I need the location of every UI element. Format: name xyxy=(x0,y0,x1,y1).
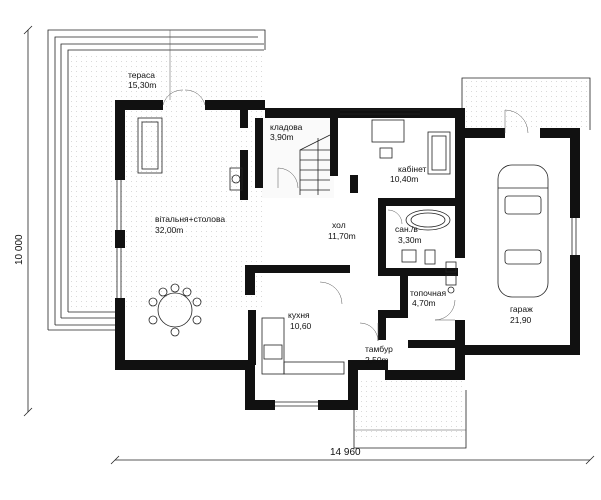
hall-name: хол xyxy=(332,220,346,230)
fireplace xyxy=(229,167,243,191)
terrace-area-label: 15,30m xyxy=(128,80,156,90)
height-dimension: 10 000 xyxy=(14,234,25,265)
kitchen-counter xyxy=(261,317,345,375)
living-name: вітальня+столова xyxy=(155,214,225,224)
kitchen-name: кухня xyxy=(288,310,310,320)
entrance-porch xyxy=(353,380,467,449)
walls xyxy=(115,100,580,410)
vestibule-name: тамбур xyxy=(365,344,393,354)
staircase xyxy=(299,134,331,195)
garage-porch xyxy=(461,77,591,130)
storage-area: 3,90m xyxy=(270,132,294,142)
sink-toilet xyxy=(401,249,436,265)
living-area: 32,00m xyxy=(155,225,183,235)
hall-area: 11,70m xyxy=(328,231,356,241)
bathtub xyxy=(405,209,451,231)
dimension-vertical xyxy=(23,25,33,417)
width-dimension: 14 960 xyxy=(330,447,361,458)
boiler-name: топочная xyxy=(410,288,447,298)
garage-area: 21,90 xyxy=(510,315,532,325)
dining-table xyxy=(148,283,202,337)
kitchen-area: 10,60 xyxy=(290,321,312,331)
doors xyxy=(162,89,529,342)
boiler-equipment xyxy=(445,261,457,294)
office-name: кабінет xyxy=(398,164,427,174)
boiler-area: 4,70m xyxy=(412,298,436,308)
vestibule-area: 2,50m xyxy=(365,355,389,365)
garage-name: гараж xyxy=(510,304,533,314)
office-sofa xyxy=(427,131,451,175)
bathroom-area: 3,30m xyxy=(398,235,422,245)
bathroom-name: сан./в xyxy=(395,224,418,234)
car xyxy=(497,164,549,298)
office-area: 10,40m xyxy=(390,174,418,184)
dimension-horizontal xyxy=(110,455,595,465)
office-desk xyxy=(371,119,405,159)
terrace-name: тераса xyxy=(128,70,155,80)
terrace-area xyxy=(47,29,266,331)
windows xyxy=(116,109,577,407)
storage-name: кладова xyxy=(270,122,303,132)
living-sofa xyxy=(137,117,163,174)
